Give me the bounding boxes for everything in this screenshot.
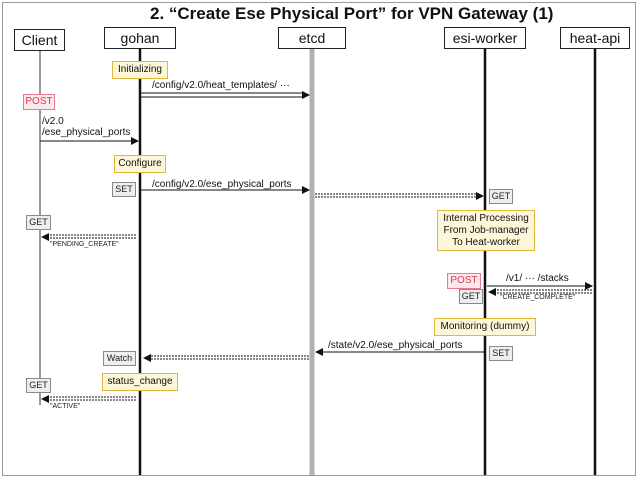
actor-heat-api: heat-api [560,27,630,49]
label-active: "ACTIVE" [50,403,81,410]
config-ports-arrowhead [302,186,310,194]
label-v1-stacks: /v1/ ··· /stacks [506,273,569,284]
tag-set-gohan: SET [112,182,136,197]
tag-set-esi: SET [489,346,513,361]
stacks-arrowhead [585,282,593,290]
label-create-complete: "CREATE_COMPLETE" [500,294,576,301]
tag-post-esi: POST [447,273,481,289]
actor-gohan: gohan [104,27,176,49]
pending-arrowhead [41,233,49,241]
note-monitoring: Monitoring (dummy) [434,318,536,336]
tag-get-client-2: GET [26,378,51,393]
actor-esi-worker: esi-worker [444,27,526,49]
actor-client: Client [14,29,65,51]
state-ports-arrowhead [315,348,323,356]
label-state-ports: /state/v2.0/ese_physical_ports [328,340,463,351]
heat-templates-arrowhead [302,91,310,99]
tag-get-esi-2: GET [459,289,483,304]
complete-arrowhead [488,288,496,296]
active-arrowhead [41,395,49,403]
note-initializing: Initializing [112,61,168,79]
actor-etcd: etcd [278,27,346,49]
note-internal-processing: Internal Processing From Job-manager To … [437,210,535,251]
note-status-change: status_change [102,373,178,391]
client-post-arrowhead [131,137,139,145]
label-heat-templates: /config/v2.0/heat_templates/ ··· [152,80,290,91]
label-config-ports: /config/v2.0/ese_physical_ports [152,179,292,190]
label-client-path-1: /v2.0 [42,116,64,127]
tag-get-esi: GET [489,189,513,204]
esi-get-arrowhead [476,192,484,200]
note-configure: Configure [114,155,166,173]
tag-get-client-1: GET [26,215,51,230]
tag-post-client: POST [23,94,55,110]
tag-watch-gohan: Watch [103,351,136,366]
diagram-title: 2. “Create Ese Physical Port” for VPN Ga… [150,4,554,23]
watch-arrowhead [143,354,151,362]
label-client-path-2: /ese_physical_ports [42,127,131,138]
label-pending-create: "PENDING_CREATE" [50,241,119,248]
